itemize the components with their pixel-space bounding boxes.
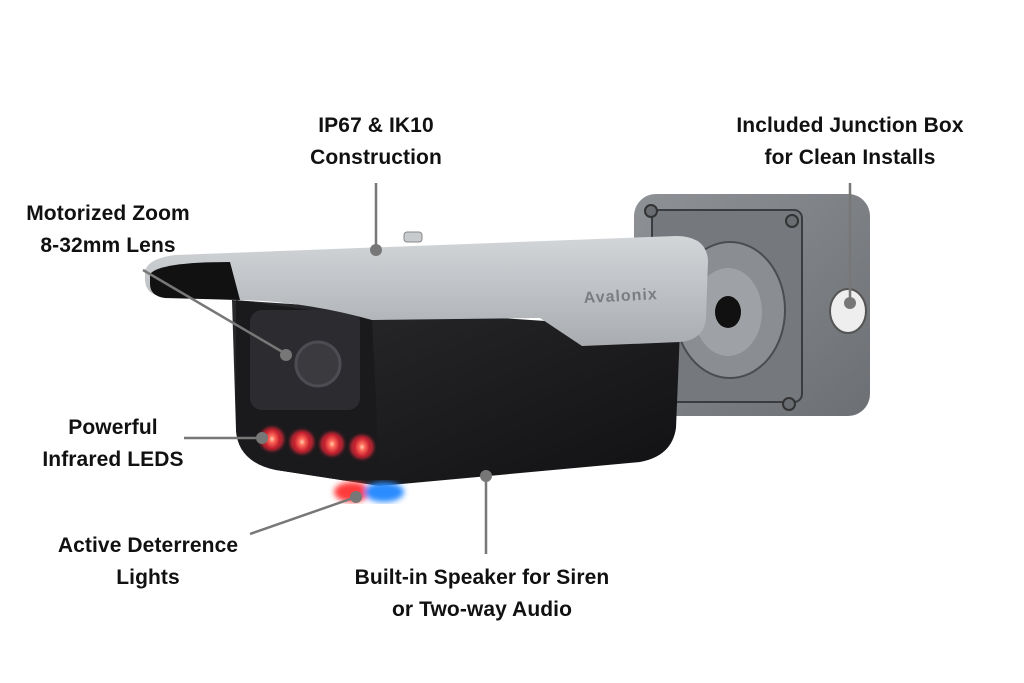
callout-text: Powerful	[68, 416, 158, 439]
cable-port	[715, 296, 741, 328]
callout-lines	[142, 183, 852, 554]
callout-dots	[256, 244, 856, 503]
callout-construction: IP67 & IK10 Construction	[276, 110, 476, 174]
callout-junction-box: Included Junction Box for Clean Installs	[700, 110, 1000, 174]
hood-underside	[150, 262, 240, 300]
callout-line-deterrence-lights	[249, 495, 357, 536]
callout-text: Included Junction Box	[736, 114, 964, 137]
callout-zoom-lens: Motorized Zoom 8-32mm Lens	[0, 198, 216, 262]
callout-text: 8-32mm Lens	[40, 234, 176, 257]
callout-text: Motorized Zoom	[26, 202, 190, 225]
callout-deterrence-lights: Active Deterrence Lights	[28, 530, 268, 594]
ir-led-1	[264, 429, 280, 449]
callout-text: Lights	[116, 566, 180, 589]
callout-text: or Two-way Audio	[391, 598, 573, 621]
callout-text: Built-in Speaker for Siren	[354, 566, 610, 589]
callout-text: for Clean Installs	[764, 146, 936, 169]
lens	[294, 340, 342, 388]
callout-text: IP67 & IK10	[318, 114, 434, 137]
deterrence-lights	[334, 482, 404, 502]
sun-hood	[145, 236, 708, 346]
ir-led-3	[324, 434, 340, 454]
callout-text: Construction	[310, 146, 442, 169]
callout-text: Infrared LEDS	[42, 448, 184, 471]
ir-led-2	[294, 432, 310, 452]
cable-gland	[829, 288, 867, 334]
mount-collar	[674, 241, 786, 379]
callout-line-zoom-lens	[142, 268, 287, 356]
ir-led-4	[354, 437, 370, 457]
callout-infrared-leds: Powerful Infrared LEDS	[22, 412, 204, 476]
brand-logo: Avalonix	[583, 286, 658, 307]
infrared-leds	[260, 427, 374, 459]
callout-text: Active Deterrence	[57, 534, 239, 557]
callout-speaker: Built-in Speaker for Siren or Two-way Au…	[326, 562, 638, 626]
